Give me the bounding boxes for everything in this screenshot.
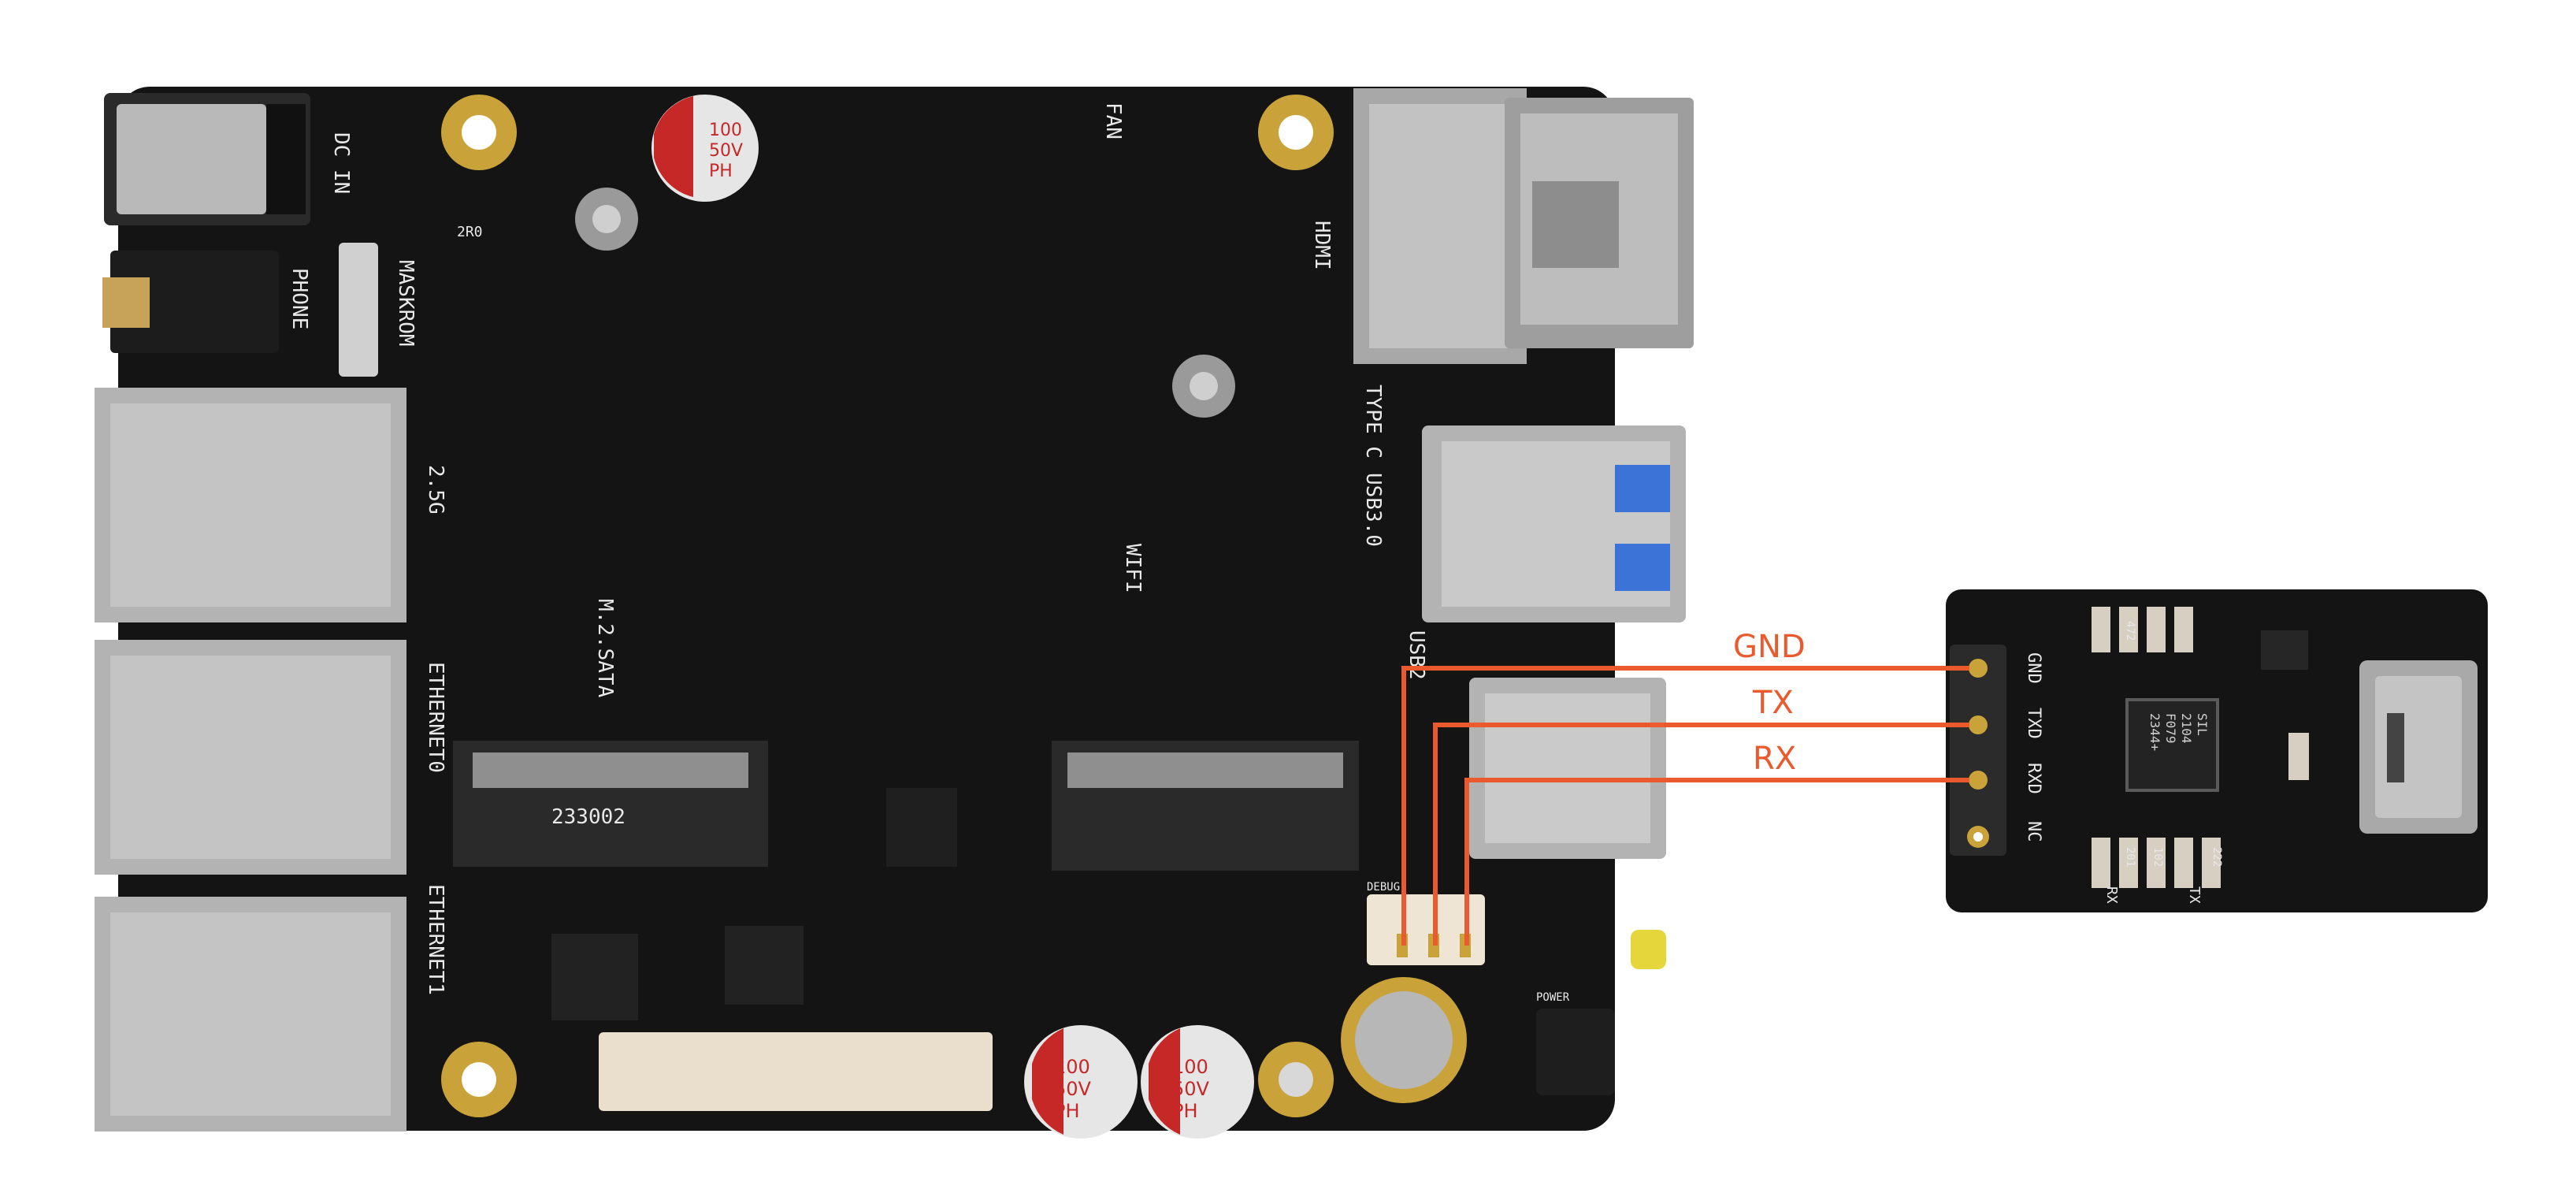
wire-label-rx: RX <box>1753 741 1796 777</box>
capacitor-label: 50V <box>1172 1078 1210 1100</box>
hdmi-port <box>1353 88 1527 364</box>
pin <box>1969 715 1988 734</box>
wire-label-tx: TX <box>1752 685 1794 721</box>
wires <box>1401 666 1969 946</box>
m2-sata-slot <box>453 741 768 867</box>
wifi-m2-slot <box>1052 741 1359 871</box>
silk-m2-sata: M.2.SATA <box>593 599 617 698</box>
capacitor-label: 100 <box>709 121 742 140</box>
wire-rx <box>1464 778 1969 946</box>
capacitor-label: 100 <box>1054 1056 1090 1078</box>
chip-marking: 2344+ <box>2147 713 2162 751</box>
usb2-port <box>1469 678 1666 859</box>
pin-label-rxd: RXD <box>2024 763 2043 794</box>
silk-tx: TX <box>2186 886 2203 904</box>
top-right-port <box>1505 98 1694 348</box>
usb-ttl-adapter: GND TXD RXD NC SIL 2104 F079 2344+ 472 2… <box>1946 589 2488 912</box>
chip <box>886 788 957 867</box>
wire-tx <box>1433 723 1969 946</box>
silk-wifi: WIFI <box>1121 544 1145 593</box>
silk-ssd-code: 233002 <box>551 805 625 829</box>
pin <box>1969 659 1988 678</box>
main-board: 100 50V PH 100 50V PH 100 50V PH <box>95 87 1694 1139</box>
ethernet0-port <box>95 640 406 875</box>
chip-marking: F079 <box>2163 713 2178 744</box>
silk-fan: FAN <box>1101 102 1125 139</box>
silk-power: POWER <box>1536 991 1570 1004</box>
silk-phone: PHONE <box>288 268 311 329</box>
pin <box>1969 771 1988 790</box>
pin-label-txd: TXD <box>2024 708 2043 739</box>
pin-label-nc: NC <box>2024 821 2043 842</box>
pin-label-gnd: GND <box>2024 652 2043 684</box>
silk-rx: RX <box>2103 886 2120 904</box>
silk-debug: DEBUG <box>1367 881 1400 894</box>
capacitor: 100 50V PH <box>651 95 759 202</box>
silk-dc-in: DC IN <box>329 132 353 194</box>
usb-uart-chip: SIL 2104 F079 2344+ <box>2125 698 2219 792</box>
chip <box>725 926 804 1005</box>
capacitor-label: 50V <box>709 141 743 161</box>
ethernet-2-5g-port <box>95 388 406 622</box>
silk-r4: 222 <box>2210 847 2223 867</box>
capacitor: 100 50V PH <box>1024 1025 1138 1139</box>
wire-labels: GND TX RX <box>1733 629 1806 777</box>
silk-type-c: TYPE C <box>1361 385 1385 459</box>
pin-header <box>1950 645 2006 856</box>
chip-marking: 2104 <box>2179 713 2194 744</box>
maskrom-switch <box>339 243 378 377</box>
capacitor-label: PH <box>1172 1100 1198 1122</box>
wire-gnd <box>1401 666 1969 946</box>
mounting-holes <box>441 95 1334 1117</box>
silk-r1: 472 <box>2124 621 2136 641</box>
capacitor-label: PH <box>709 162 733 181</box>
silk-usb30: USB3.0 <box>1361 473 1385 547</box>
rtc-battery <box>1341 977 1467 1103</box>
capacitor-label: 100 <box>1172 1056 1208 1078</box>
silk-ethernet0: ETHERNET0 <box>424 662 447 773</box>
silk-r3: 102 <box>2151 847 2164 867</box>
chip-marking: SIL <box>2195 713 2210 736</box>
dc-in-jack <box>104 93 310 225</box>
ethernet1-port <box>95 897 406 1132</box>
wire-label-gnd: GND <box>1733 629 1806 665</box>
power-led <box>1631 930 1666 969</box>
capacitor-label: 50V <box>1054 1078 1092 1100</box>
phone-jack <box>102 251 279 353</box>
capacitor-label: PH <box>1054 1100 1080 1122</box>
silk-2r0: 2R0 <box>457 224 483 240</box>
silk-r2: 201 <box>2124 847 2136 867</box>
fpc-connector <box>599 1032 993 1111</box>
silk-ethernet1: ETHERNET1 <box>424 884 447 995</box>
silk-maskrom: MASKROM <box>394 260 418 347</box>
silk-2-5g: 2.5G <box>424 465 447 515</box>
silk-usb2: USB2 <box>1405 630 1428 680</box>
usb3-port <box>1422 425 1686 622</box>
capacitor: 100 50V PH <box>1141 1025 1254 1139</box>
micro-usb-port <box>2359 660 2478 834</box>
chip <box>551 934 638 1020</box>
silk-hdmi: HDMI <box>1310 221 1334 270</box>
power-button <box>1536 1009 1615 1095</box>
